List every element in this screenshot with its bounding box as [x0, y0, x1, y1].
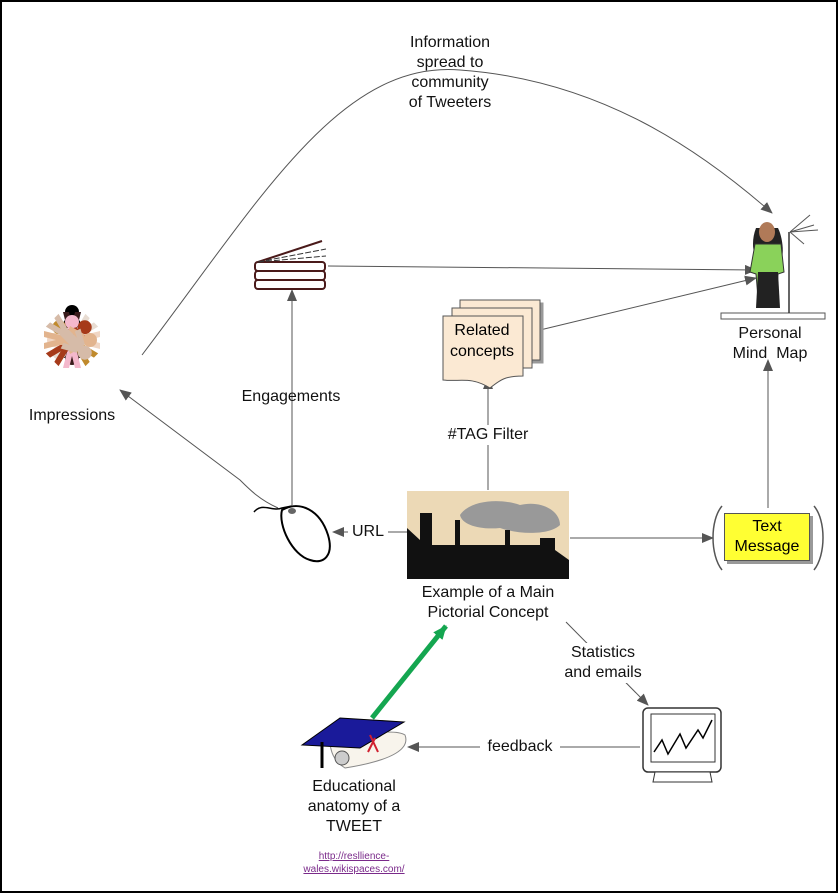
label-line: Information: [409, 34, 491, 51]
label-tag-filter: #TAG Filter: [428, 425, 548, 445]
label-educational: Educational anatomy of a TWEET: [294, 777, 414, 837]
label-engagements: Engagements: [241, 388, 341, 405]
arrow-books-to-mindmap: [327, 264, 757, 275]
label-line: Statistics: [570, 644, 635, 661]
label-line: Pictorial Concept: [427, 604, 549, 621]
label-line: Related: [454, 322, 510, 339]
related-concepts-icon: [442, 299, 541, 389]
bracket-left-icon: [712, 505, 723, 571]
bracket-right-icon: [813, 505, 824, 571]
graduation-cap-icon: [300, 717, 407, 769]
label-line: community: [411, 74, 489, 91]
label-line: TWEET: [326, 818, 382, 835]
people-circle-icon: [42, 305, 102, 370]
label-line: and emails: [564, 664, 642, 681]
label-related-concepts: Related concepts: [444, 320, 520, 362]
label-line: Text: [752, 518, 782, 535]
label-line: Personal: [738, 325, 802, 342]
label-info-spread: Information spread to community of Tweet…: [390, 33, 510, 113]
link-line[interactable]: wales.wikispaces.com/: [303, 864, 405, 875]
label-line: anatomy of a: [307, 798, 401, 815]
label-line: Message: [734, 538, 800, 555]
mouse-icon: [253, 505, 331, 563]
factory-image: [407, 491, 569, 579]
label-feedback: feedback: [480, 737, 560, 757]
arrow-related-to-mindmap: [539, 275, 757, 331]
label-line: Example of a Main: [421, 584, 555, 601]
label-line: concepts: [449, 343, 515, 360]
source-link[interactable]: http://resllience- wales.wikispaces.com/: [284, 850, 424, 876]
link-line[interactable]: http://resllience-: [318, 851, 390, 862]
text-message-box: Text Message: [724, 513, 810, 561]
label-line: of Tweeters: [408, 94, 492, 111]
label-line: Educational: [312, 778, 396, 795]
arrow-impressions-to-mindmap: [141, 69, 773, 356]
label-statistics: Statistics and emails: [548, 643, 658, 683]
arrow-mouse-to-impressions: [119, 389, 279, 509]
label-impressions: Impressions: [28, 407, 116, 424]
label-line: spread to: [416, 54, 484, 71]
monitor-chart-icon: [642, 707, 722, 783]
label-line: Mind Map: [732, 345, 808, 362]
books-icon: [254, 240, 327, 290]
label-main-concept: Example of a Main Pictorial Concept: [398, 583, 578, 623]
speaker-person-icon: [720, 214, 826, 320]
label-personal-mind-map: Personal Mind Map: [715, 324, 825, 364]
label-url: URL: [348, 522, 388, 542]
green-arrow-grad-to-concept: [370, 624, 448, 720]
